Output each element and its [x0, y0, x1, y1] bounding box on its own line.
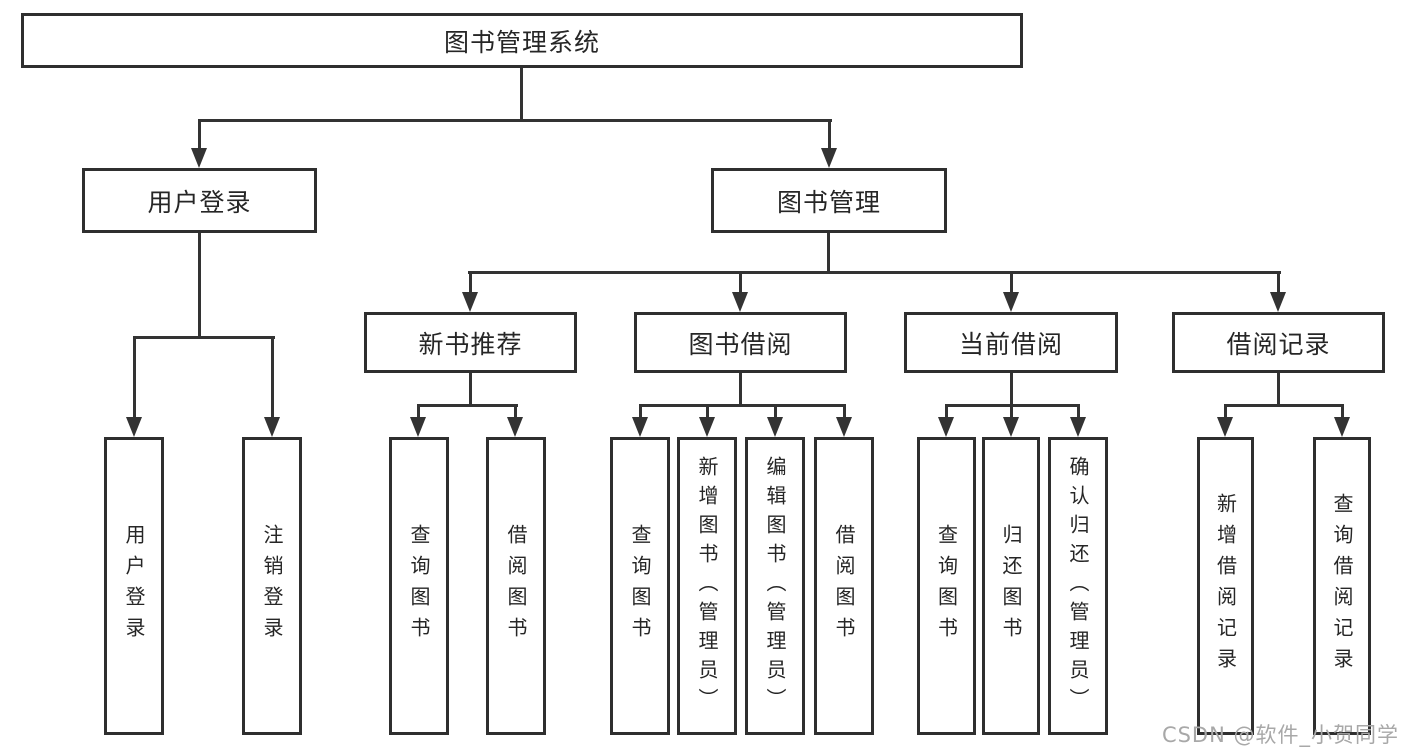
arrow-down-to-bb-borrow-books — [836, 404, 852, 437]
node-label: 新增图书（管理员） — [695, 455, 719, 717]
leaf-user-login: 用户登录 — [104, 437, 164, 735]
arrow-down-to-cb-return-books — [1003, 404, 1019, 437]
leaf-cb-query-books: 查询图书 — [917, 437, 976, 735]
node-label: 新增借阅记录 — [1213, 493, 1238, 679]
node-borrowing-records: 借阅记录 — [1172, 312, 1385, 373]
leaf-bb-borrow-books: 借阅图书 — [814, 437, 874, 735]
node-label: 注销登录 — [260, 524, 284, 648]
node-label: 借阅记录 — [1226, 329, 1331, 359]
node-label: 借阅图书 — [504, 524, 528, 648]
leaf-nbr-query-books: 查询图书 — [389, 437, 449, 735]
arrow-down-to-borrowing-records — [1270, 271, 1286, 312]
connector-current-borrow-stub — [1010, 373, 1013, 407]
arrow-down-to-book-management — [821, 119, 837, 168]
connector-borrow-records-hline — [1224, 404, 1344, 407]
arrow-down-to-leaf-user-login — [126, 336, 142, 437]
watermark: CSDN @软件_小贺同学 — [1161, 723, 1399, 747]
leaf-cb-return-books: 归还图书 — [982, 437, 1040, 735]
node-label: 当前借阅 — [958, 329, 1063, 359]
node-label: 图书管理 — [776, 187, 881, 217]
connector-book-borrow-hline — [639, 404, 846, 407]
arrow-down-to-bb-edit-book — [767, 404, 783, 437]
node-label: 用户登录 — [147, 187, 252, 217]
node-label: 查询图书 — [934, 524, 959, 648]
leaf-br-add-borrow-record: 新增借阅记录 — [1197, 437, 1254, 735]
arrow-down-to-cb-confirm-return — [1070, 404, 1086, 437]
arrow-down-to-bb-query-books — [632, 404, 648, 437]
connector-current-borrow-hline — [945, 404, 1080, 407]
leaf-logout: 注销登录 — [242, 437, 302, 735]
arrow-down-to-nbr-query-books — [410, 404, 426, 437]
leaf-bb-query-books: 查询图书 — [610, 437, 670, 735]
connector-user-login-hline — [133, 336, 275, 339]
connector-book-borrow-stub — [739, 373, 742, 407]
node-current-borrowing: 当前借阅 — [904, 312, 1118, 373]
node-label: 用户登录 — [122, 524, 146, 648]
node-label: 图书管理系统 — [443, 27, 600, 57]
node-label: 借阅图书 — [832, 524, 856, 648]
connector-borrow-records-stub — [1277, 373, 1280, 407]
connector-root-stub — [520, 68, 523, 120]
arrow-down-to-new-book-recommendation — [462, 271, 478, 312]
connector-user-login-stub — [198, 233, 201, 339]
connector-level3-hline — [468, 271, 1281, 274]
node-book-borrowing: 图书借阅 — [634, 312, 847, 373]
arrow-down-to-nbr-borrow-books — [507, 404, 523, 437]
connector-new-book-stub — [469, 373, 472, 407]
node-label: 编辑图书（管理员） — [763, 455, 787, 717]
node-label: 归还图书 — [999, 524, 1023, 648]
node-label: 查询图书 — [407, 524, 431, 648]
arrow-down-to-leaf-logout — [264, 336, 280, 437]
node-library-management-system: 图书管理系统 — [21, 13, 1023, 68]
leaf-br-query-borrow-record: 查询借阅记录 — [1313, 437, 1371, 735]
connector-book-mgmt-stub — [827, 233, 830, 274]
connector-new-book-hline — [417, 404, 518, 407]
node-label: 新书推荐 — [418, 329, 523, 359]
arrow-down-to-bb-add-book — [699, 404, 715, 437]
node-new-book-recommendation: 新书推荐 — [364, 312, 577, 373]
node-label: 图书借阅 — [688, 329, 793, 359]
node-label: 查询图书 — [628, 524, 652, 648]
arrow-down-to-current-borrowing — [1003, 271, 1019, 312]
arrow-down-to-br-add-record — [1217, 404, 1233, 437]
connector-level2-hline — [198, 119, 832, 122]
arrow-down-to-br-query-record — [1334, 404, 1350, 437]
arrow-down-to-book-borrowing — [732, 271, 748, 312]
leaf-bb-edit-book-admin: 编辑图书（管理员） — [745, 437, 805, 735]
leaf-cb-confirm-return-admin: 确认归还（管理员） — [1048, 437, 1108, 735]
arrow-down-to-user-login — [191, 119, 207, 168]
node-book-management: 图书管理 — [711, 168, 947, 233]
node-label: 查询借阅记录 — [1330, 493, 1354, 679]
node-label: 确认归还（管理员） — [1066, 455, 1090, 717]
node-user-login: 用户登录 — [82, 168, 317, 233]
leaf-nbr-borrow-books: 借阅图书 — [486, 437, 546, 735]
arrow-down-to-cb-query-books — [938, 404, 954, 437]
leaf-bb-add-book-admin: 新增图书（管理员） — [677, 437, 737, 735]
